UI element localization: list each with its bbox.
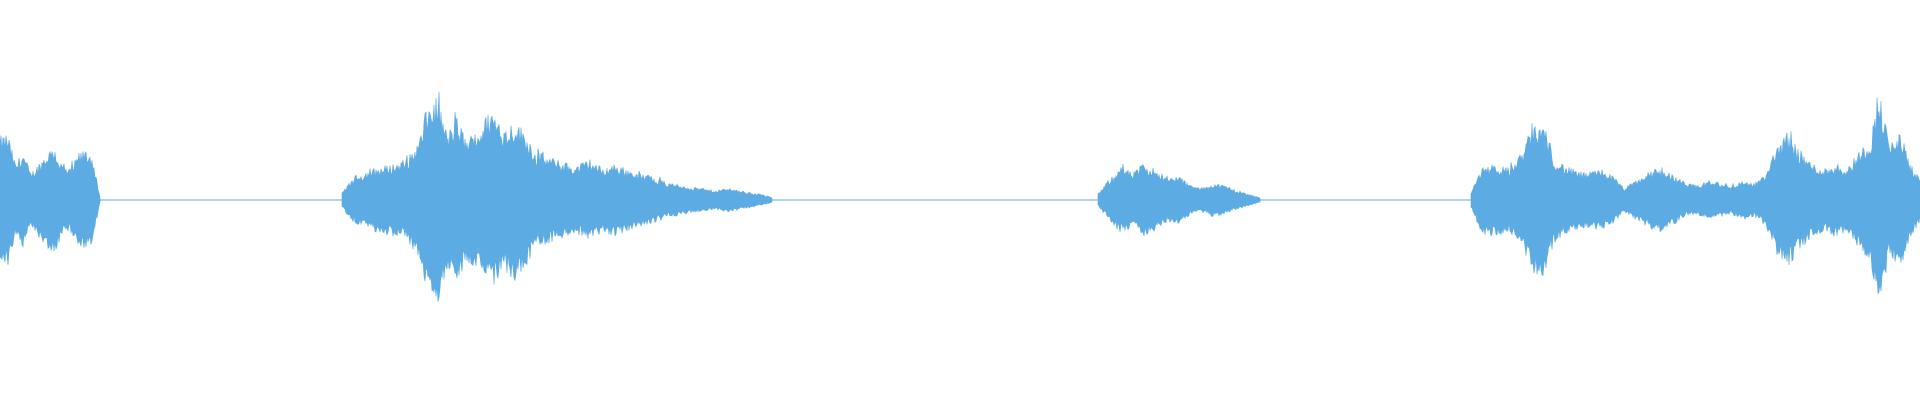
waveform-segment-0: [0, 135, 101, 265]
waveform-segment-4: [1097, 163, 1261, 237]
waveform-segment-2: [341, 91, 773, 302]
waveform-segment-6: [1470, 97, 1920, 295]
